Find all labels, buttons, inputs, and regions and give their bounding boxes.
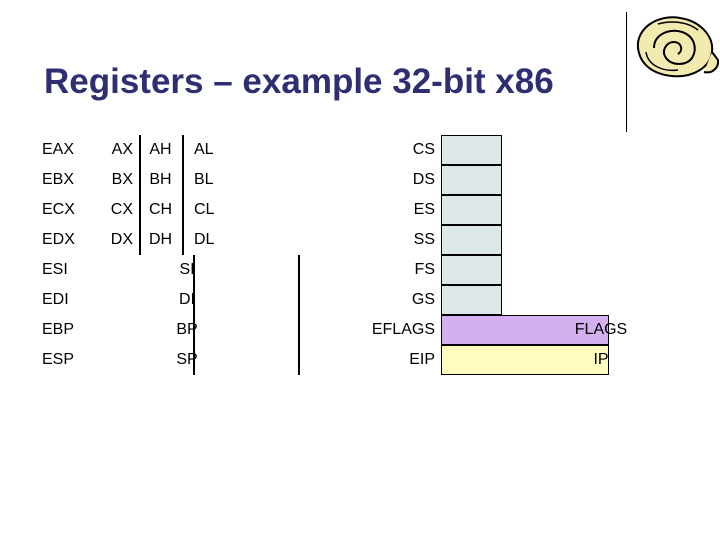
register-dh: DH [148, 231, 173, 248]
segment-fs-label: FS [414, 261, 435, 278]
register-sp: SP [176, 351, 198, 368]
register-bx: BX [111, 171, 133, 188]
segment-ds-label: DS [412, 171, 435, 188]
vertical-divider [626, 12, 627, 132]
register-ch: CH [148, 201, 173, 218]
segment-ds-box [441, 165, 502, 195]
register-bh: BH [149, 171, 172, 188]
separator-index-left [193, 255, 195, 375]
eflags-box [441, 315, 609, 345]
segment-ss-box [441, 225, 502, 255]
eip-label: EIP [409, 351, 435, 368]
register-cl: CL [194, 201, 215, 218]
register-di: DI [179, 291, 195, 308]
register-esi: ESI [42, 261, 68, 278]
register-bp: BP [176, 321, 198, 338]
register-cx: CX [110, 201, 133, 218]
segment-gs-box [441, 285, 502, 315]
register-ecx: ECX [42, 201, 75, 218]
segment-es-label: ES [413, 201, 435, 218]
register-ax: AX [111, 141, 133, 158]
separator-ax-ah [139, 135, 141, 255]
register-ebx: EBX [42, 171, 75, 188]
segment-es-box [441, 195, 502, 225]
register-diagram: EAX AX AH AL CS EBX BX BH BL DS ECX CX C… [42, 135, 609, 375]
separator-right [298, 255, 300, 375]
register-edi: EDI [42, 291, 69, 308]
register-ah: AH [149, 141, 172, 158]
eip-box [441, 345, 609, 375]
segment-ss-label: SS [413, 231, 435, 248]
page-title: Registers – example 32-bit x86 [44, 62, 554, 101]
segment-fs-box [441, 255, 502, 285]
register-ebp: EBP [42, 321, 75, 338]
register-dx: DX [110, 231, 133, 248]
eflags-label: EFLAGS [371, 321, 435, 338]
ip-label: IP [593, 351, 609, 368]
segment-cs-box [441, 135, 502, 165]
register-esp: ESP [42, 351, 75, 368]
flags-label: FLAGS [574, 321, 628, 338]
register-dl: DL [194, 231, 215, 248]
register-si: SI [179, 261, 195, 278]
separator-ah-al [182, 135, 184, 255]
segment-cs-label: CS [412, 141, 435, 158]
register-eax: EAX [42, 141, 75, 158]
register-bl: BL [194, 171, 214, 188]
register-al: AL [194, 141, 214, 158]
segment-gs-label: GS [411, 291, 435, 308]
scroll-icon [636, 16, 720, 78]
register-edx: EDX [42, 231, 75, 248]
